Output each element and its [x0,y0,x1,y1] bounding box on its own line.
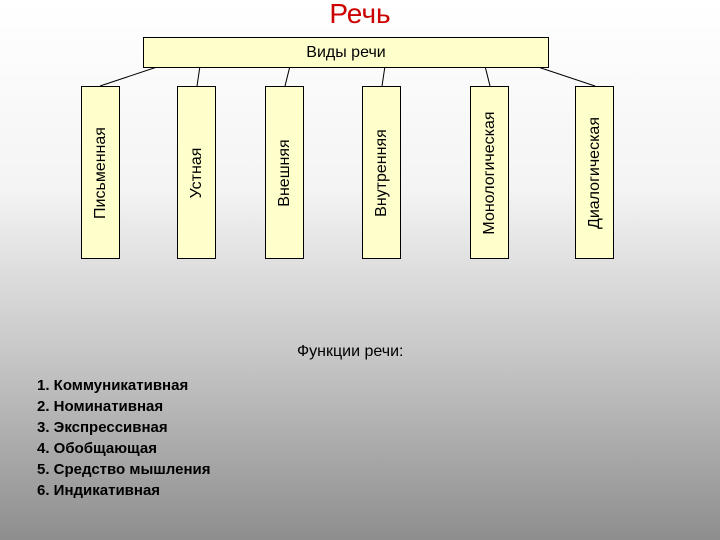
connector-line [484,65,491,87]
node-label: Внешняя [275,138,293,207]
node-label: Устная [187,147,205,198]
node-external: Внешняя [265,86,304,259]
node-label: Монологическая [480,110,498,235]
connector-line [196,65,201,87]
functions-list: 1. Коммуникативная 2. Номинативная 3. Эк… [37,375,211,501]
node-label: Письменная [91,126,109,219]
list-item: 3. Экспрессивная [37,419,168,436]
node-label: Диалогическая [585,116,603,229]
root-node-box: Виды речи [143,37,549,68]
root-node-label: Виды речи [306,43,386,61]
node-internal: Внутренняя [362,86,401,259]
node-oral: Устная [177,86,216,259]
node-monologic: Монологическая [470,86,509,259]
node-dialogic: Диалогическая [575,86,614,259]
connector-line [381,65,386,87]
page-title: Речь [329,0,391,29]
node-written: Письменная [81,86,120,259]
list-item: 6. Индикативная [37,482,161,499]
connector-line [284,65,291,87]
connector-line [99,65,161,87]
list-item: 5. Средство мышления [37,461,211,478]
connector-line [534,65,596,87]
node-label: Внутренняя [372,128,390,217]
list-item: 1. Коммуникативная [37,377,189,394]
functions-heading: Функции речи: [297,343,404,360]
list-item: 4. Обобщающая [37,440,157,457]
list-item: 2. Номинативная [37,398,164,415]
